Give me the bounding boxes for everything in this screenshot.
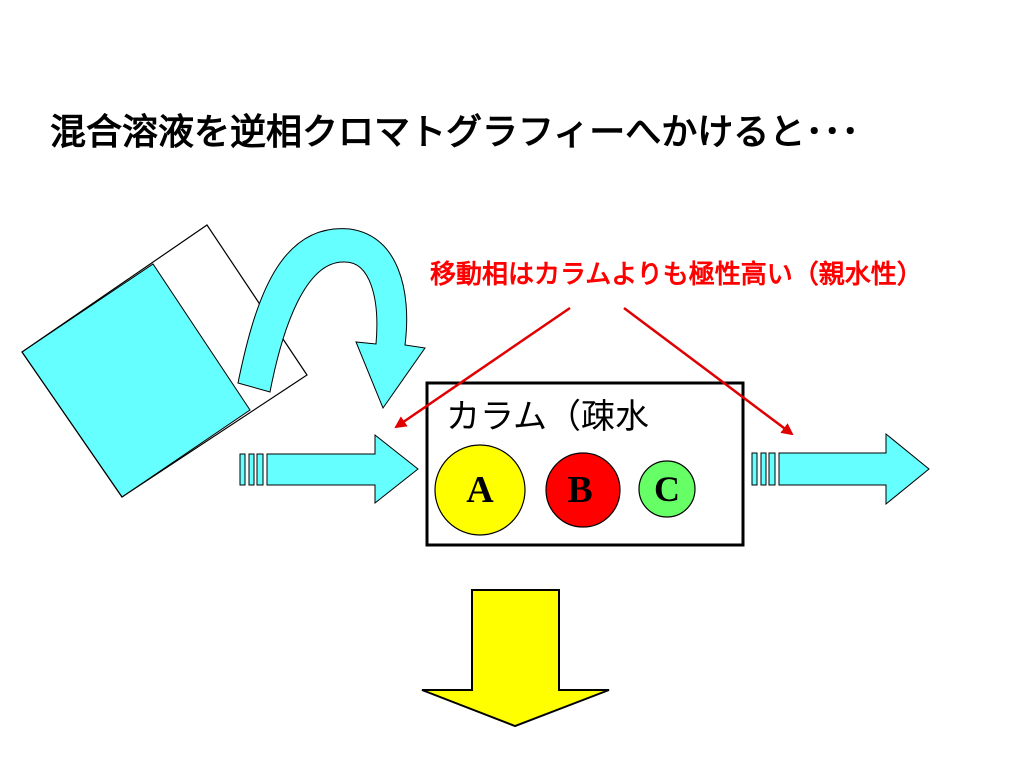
component-c: C — [638, 460, 696, 518]
component-b: B — [545, 452, 621, 528]
component-b-label: B — [567, 469, 592, 511]
component-c-label: C — [654, 469, 680, 509]
column-label: カラム（疎水性） — [446, 397, 649, 443]
outlet-arrow — [751, 432, 930, 506]
mobile-phase-note: 移動相はカラムよりも極性高い（親水性） — [430, 260, 923, 290]
component-b-ball — [545, 452, 621, 528]
component-a-label: A — [466, 469, 494, 511]
beaker-icon — [21, 224, 308, 498]
slide-title: 混合溶液を逆相クロマトグラフィーへかけると･･･ — [50, 112, 860, 153]
beaker-outline — [21, 224, 308, 498]
pointer-line-left — [394, 306, 571, 429]
component-a: A — [434, 444, 526, 536]
component-c-ball — [638, 460, 696, 518]
pour-curved-arrow — [237, 228, 426, 410]
component-a-ball — [434, 444, 526, 536]
down-arrow — [421, 589, 610, 728]
pointer-line-right — [623, 307, 794, 436]
inlet-arrow — [239, 433, 419, 505]
